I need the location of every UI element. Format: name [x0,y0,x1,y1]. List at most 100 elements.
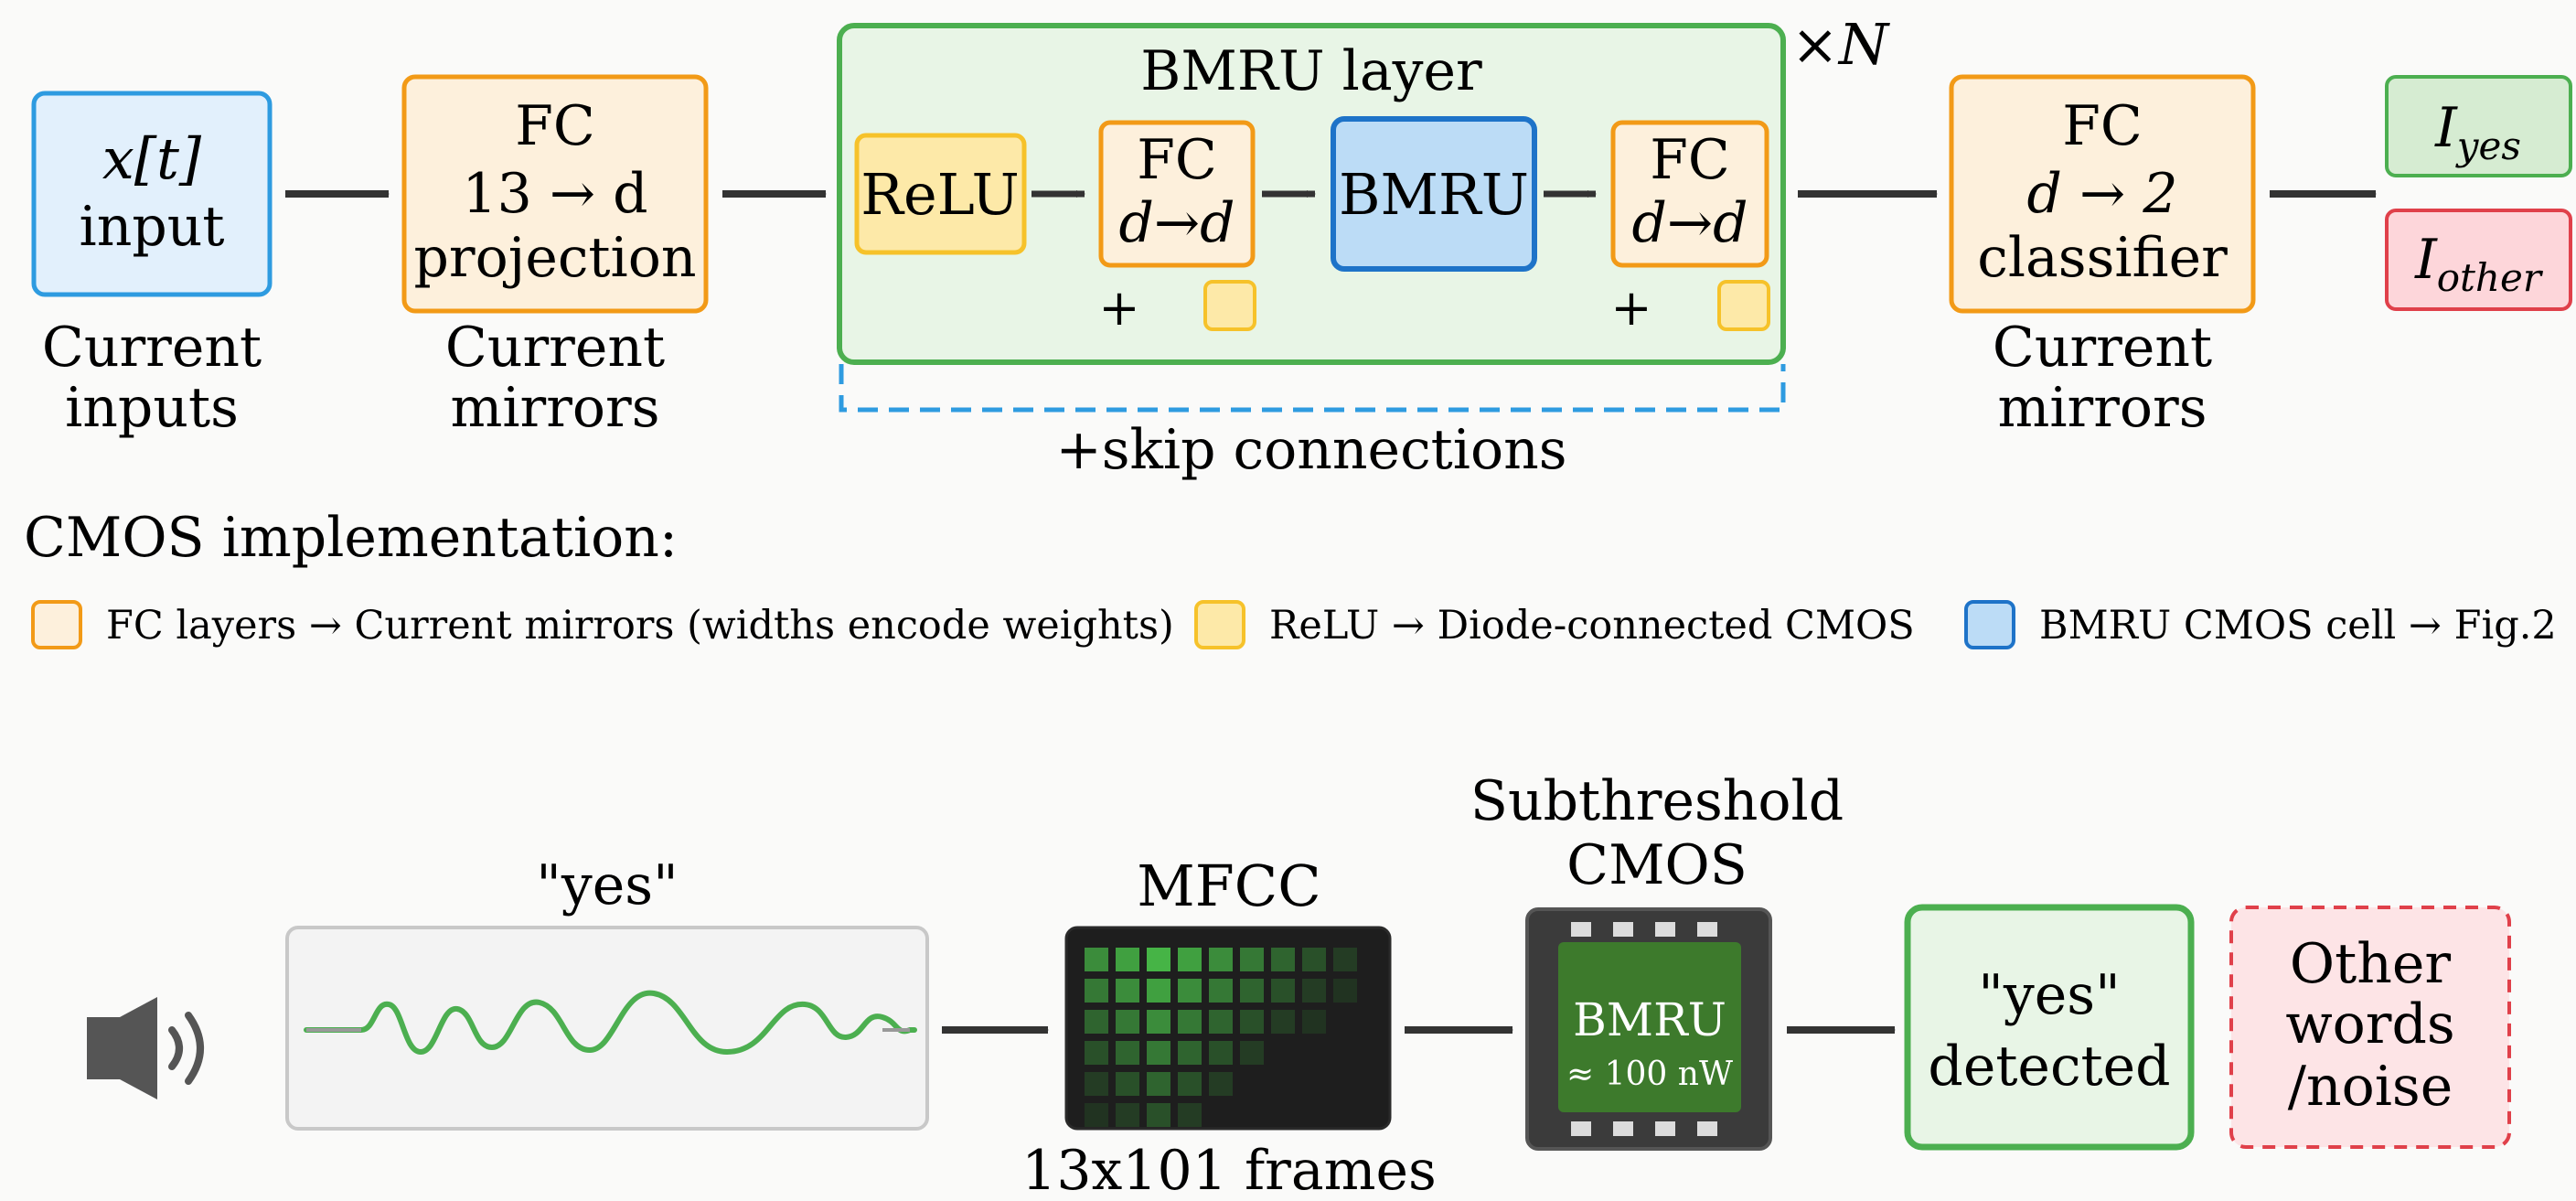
mfcc-cell [1178,948,1202,971]
legend-bmru: BMRU CMOS cell → Fig.2 [1964,600,2557,649]
mfcc-cell [1085,1072,1108,1096]
other-line3: /noise [2288,1055,2453,1119]
svg-text:Iother: Iother [2414,228,2544,300]
mfcc-cell [1116,979,1139,1003]
detected-box: "yes" detected [1904,904,2195,1151]
legend-bmru-label: BMRU CMOS cell → Fig.2 [2039,603,2557,649]
fc-inner-b-dims: d→d [1631,191,1748,255]
mfcc-cell [1302,1010,1326,1034]
mfcc-cell [1209,1041,1233,1065]
implementation-title: CMOS implementation: [24,506,678,570]
mfcc-cell [1240,979,1264,1003]
output-other: Iother [2385,209,2572,311]
input-caption-line2: inputs [65,376,239,440]
legend-relu-swatch [1194,600,1245,649]
mfcc-cell [1085,948,1108,971]
mfcc-cell [1147,1041,1170,1065]
mfcc-cell [1178,1010,1202,1034]
output-other-sub: other [2437,255,2544,300]
mfcc-cell [1116,948,1139,971]
detected-line2: detected [1928,1035,2170,1099]
mfcc-cell [1147,948,1170,971]
mfcc-cell [1147,1010,1170,1034]
mfcc-cell [1333,948,1357,971]
mfcc-cell [1116,1041,1139,1065]
mfcc-heatmap [1085,948,1357,1127]
fc-inner-block-a: FC d→d [1098,120,1256,268]
bmru-label: BMRU [1339,161,1529,228]
skip-connection-label: +skip connections [1055,418,1566,482]
mfcc-cell [1302,979,1326,1003]
legend-fc-label: FC layers → Current mirrors (widths enco… [106,603,1174,649]
waveform-trace [304,990,917,1056]
legend-fc-swatch [31,600,82,649]
speaker-icon [87,997,204,1099]
fc-projection-title: FC [515,94,595,158]
mfcc-cell [1240,1010,1264,1034]
chip-panel: Subthreshold CMOS BMRU ≈ 100 nW [1470,769,1844,1151]
mfcc-cell [1147,979,1170,1003]
mfcc-cell [1178,979,1202,1003]
fc-projection-dims: 13 → d [462,162,647,226]
output-other-base: I [2414,228,2438,292]
legend-relu: ReLU → Diode-connected CMOS [1194,600,1915,649]
mfcc-cell [1209,1072,1233,1096]
mfcc-caption: 13x101 frames [1021,1139,1437,1201]
mfcc-cell [1271,979,1295,1003]
mfcc-cell [1333,979,1357,1003]
mfcc-panel: MFCC 13x101 frames [1021,852,1437,1201]
legend-relu-label: ReLU → Diode-connected CMOS [1269,603,1915,649]
chip-pins [1571,922,1717,1136]
skip-connection-bracket [839,364,1786,413]
other-box: Other words /noise [2229,906,2511,1149]
fc-classifier-dims: d → 2 [2027,162,2178,226]
relu-label: ReLU [860,161,1019,228]
input-caption-line1: Current [42,316,262,380]
mfcc-cell [1209,948,1233,971]
mfcc-cell [1178,1041,1202,1065]
mfcc-cell [1147,1072,1170,1096]
bmru-layer-block: BMRU layer ×N ReLU FC d→d + BMRU FC d→d [837,11,1891,365]
input-label: input [80,195,225,259]
fc-inner-block-b: FC d→d [1610,120,1769,268]
chip-label: BMRU [1573,993,1726,1046]
mfcc-cell [1271,948,1295,971]
relu-mini-a [1203,280,1256,331]
input-block: x[t] input Current inputs [31,91,273,440]
repeat-label: ×N [1791,11,1891,78]
output-yes-base: I [2434,96,2458,160]
mfcc-cell [1116,1103,1139,1127]
fc-classifier-caption-line1: Current [1993,316,2212,380]
chip-title-line2: CMOS [1566,833,1748,897]
chip-die [1558,942,1741,1112]
other-line2: words [2285,992,2454,1056]
mfcc-title: MFCC [1137,852,1320,919]
fc-projection-caption-line2: mirrors [450,376,659,440]
mfcc-cell [1147,1103,1170,1127]
mfcc-cell [1085,979,1108,1003]
other-line1: Other [2290,932,2451,996]
waveform-panel: "yes" [285,853,929,1131]
bmru-layer-title: BMRU layer [1140,39,1482,103]
mfcc-cell [1178,1072,1202,1096]
input-symbol: x[t] [102,125,202,192]
mfcc-cell [1085,1010,1108,1034]
output-yes: Iyes [2385,75,2572,177]
fc-projection-block: FC 13 → d projection Current mirrors [401,74,709,440]
waveform-label: "yes" [536,853,678,917]
output-yes-sub: yes [2455,123,2521,168]
fc-inner-a-title: FC [1137,128,1217,192]
fc-inner-a-dims: d→d [1118,191,1235,255]
fc-projection-label: projection [414,226,697,290]
mfcc-cell [1271,1010,1295,1034]
fc-classifier-label: classifier [1977,226,2228,290]
chip-power: ≈ 100 nW [1566,1056,1733,1093]
mfcc-cell [1209,979,1233,1003]
fc-projection-caption-line1: Current [445,316,665,380]
plus-a: + [1098,279,1139,337]
relu-mini-b [1717,280,1770,331]
plus-b: + [1610,279,1651,337]
detected-line1: "yes" [1978,963,2120,1027]
fc-classifier-title: FC [2062,94,2143,158]
